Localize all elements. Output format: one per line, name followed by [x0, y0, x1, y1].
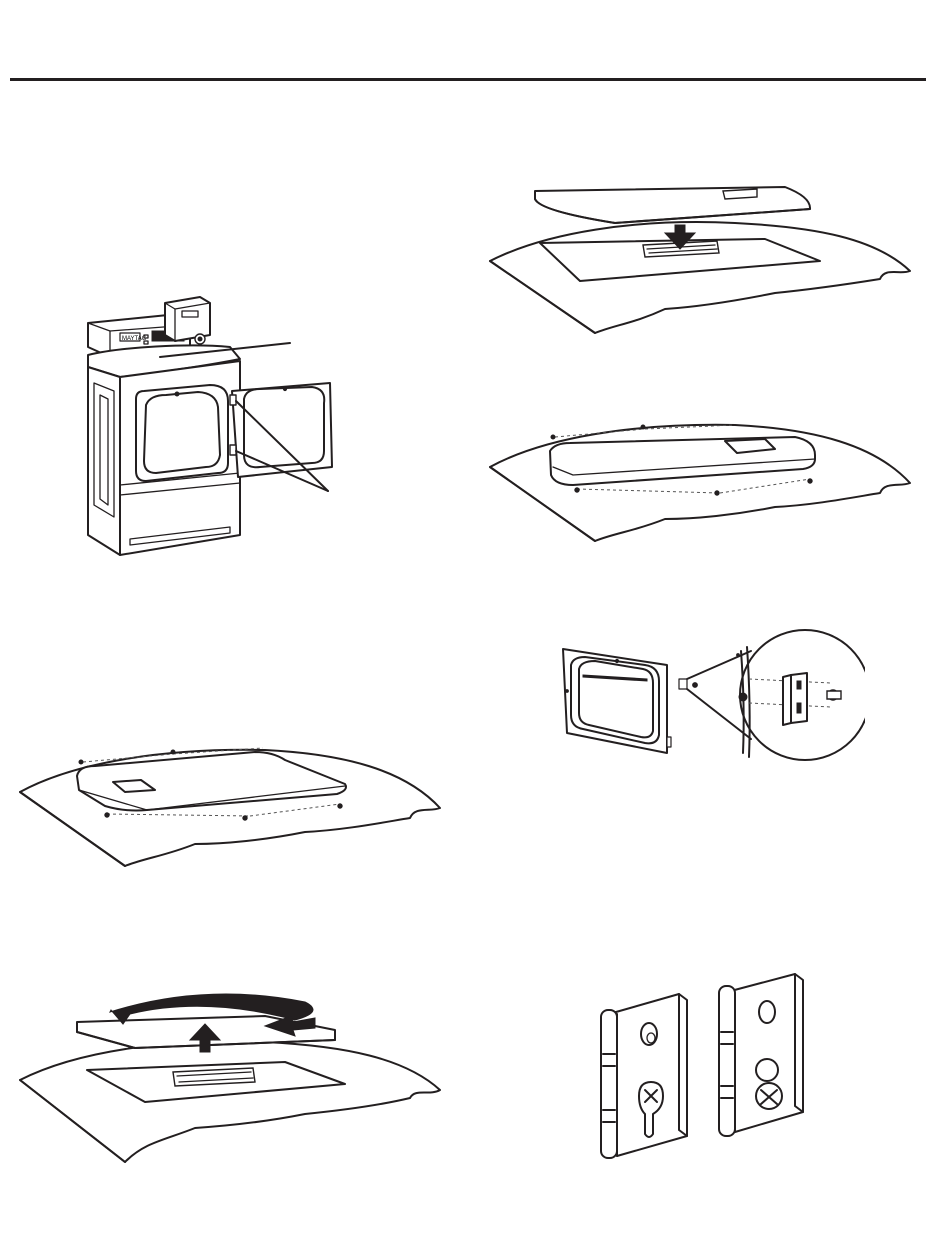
header-rule: [10, 78, 926, 81]
panel-screws-illustration: [15, 740, 445, 870]
hinge-illustration: [595, 970, 825, 1170]
panel-rotate-illustration: [15, 990, 445, 1165]
brand-badge: MAYTAG: [122, 336, 147, 342]
door-hinge-magnified-illustration: [555, 625, 865, 785]
dryer-illustration: MAYTAG: [80, 295, 360, 565]
panel-screws-illustration: [485, 415, 915, 545]
panel-down-arrow-illustration: [485, 183, 915, 338]
